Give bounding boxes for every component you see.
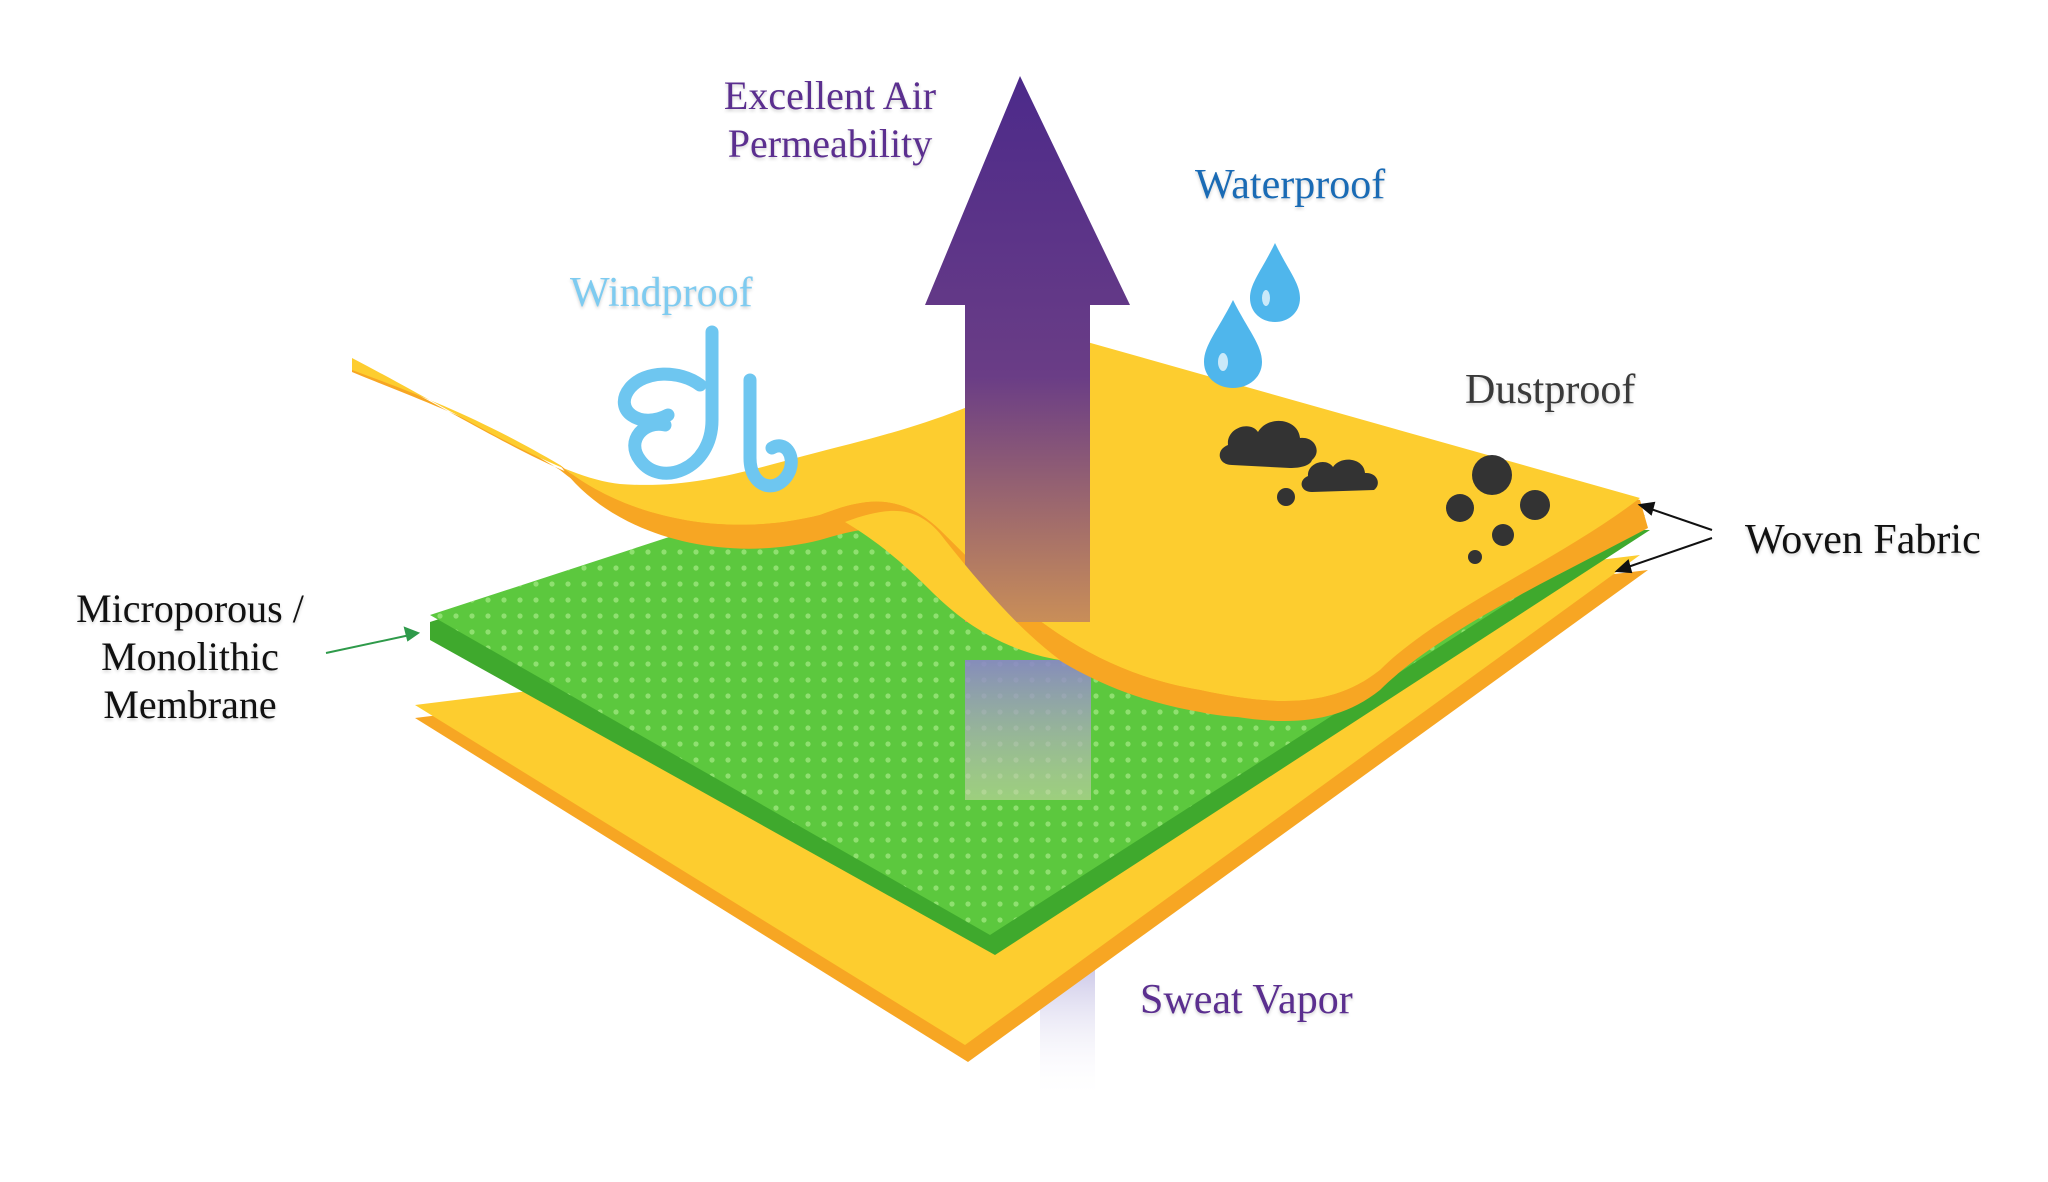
membrane-pointer-icon — [325, 626, 421, 654]
woven-fabric-label: Woven Fabric — [1745, 517, 1981, 563]
sweat-vapor-label: Sweat Vapor — [1140, 977, 1353, 1023]
membrane-label-line1: Microporous / — [76, 586, 304, 631]
air-permeability-arrow — [925, 76, 1130, 622]
windproof-label: Windproof — [570, 270, 753, 316]
air-permeability-label: Excellent Air Permeability — [680, 72, 980, 168]
wind-swirl-icon — [617, 325, 798, 493]
air-arrow-lower — [965, 660, 1091, 800]
fabric-flap — [845, 510, 1060, 660]
membrane-label-line3: Membrane — [103, 682, 277, 727]
membrane-label: Microporous / Monolithic Membrane — [40, 585, 340, 729]
air-permeability-label-line2: Permeability — [727, 121, 933, 166]
waterproof-label: Waterproof — [1195, 162, 1386, 208]
dust-cloud-icon — [1219, 420, 1550, 564]
membrane-label-line2: Monolithic — [101, 634, 279, 679]
water-drop-icon — [1204, 243, 1300, 388]
woven-fabric-pointer-icon — [1614, 501, 1713, 574]
dustproof-label: Dustproof — [1465, 367, 1636, 413]
air-permeability-label-line1: Excellent Air — [723, 73, 937, 118]
